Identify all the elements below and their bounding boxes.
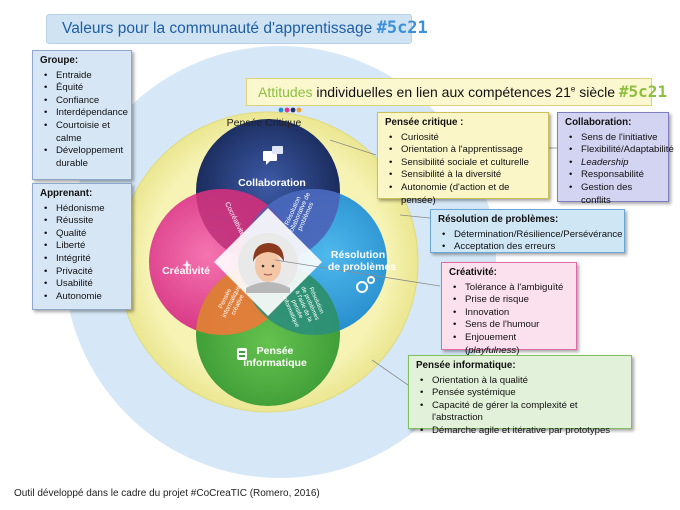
connector-lines [274,139,558,386]
collaboration-box: Collaboration: Sens de l'initiative Flex… [557,112,674,206]
list-item: Curiosité [389,132,542,145]
apprenant-title: Apprenant: [40,188,93,199]
ring-label-pensee-critique: Pensée Critique [227,117,302,129]
label-collaboration: Collaboration [238,177,306,189]
list-item: Flexibilité/Adaptabilité [569,144,674,157]
title-banner [46,14,412,44]
avatar [238,233,298,293]
resolution-title: Résolution de problèmes: [438,214,559,225]
list-item: Confiance [44,95,125,108]
pensee-critique-title: Pensée critique : [385,117,464,128]
groupe-values-box: Groupe: Entraide Équité Confiance Interd… [32,50,132,180]
attitudes-title: Attitudes individuelles en lien aux comp… [258,82,668,101]
list-item: Hédonisme [44,203,125,216]
list-item: Autonomie [44,291,125,304]
footer-credit: Outil développé dans le cadre du projet … [14,488,320,499]
list-item: Intégrité [44,253,125,266]
pensee-informatique-title: Pensée informatique: [416,360,516,371]
sparkle-icon [182,260,192,270]
groupe-title: Groupe: [40,55,79,66]
creativite-box: Créativité: Tolérance à l'ambiguïté Pris… [441,262,577,356]
label-resolution-2: de problèmes [328,261,396,273]
label-resolution-1: Résolution [331,249,385,261]
pensee-informatique-box: Pensée informatique: Orientation à la qu… [408,355,632,437]
list-item: Enjouement (playfulness) [453,332,570,357]
label-pensee-informatique-1: Pensée [257,345,294,357]
list-item: Capacité de gérer la complexité et l'abs… [420,400,625,425]
attitudes-banner [246,78,652,106]
gears-icon [356,276,375,293]
list-item: Équité [44,82,125,95]
list-item: Qualité [44,228,125,241]
apprenant-values-box: Apprenant: Hédonisme Réussite Qualité Li… [32,183,132,310]
creativite-title: Créativité: [449,267,497,278]
list-item: Usabilité [44,278,125,291]
label-pensee-informatique-2: informatique [243,357,307,369]
collaboration-title: Collaboration: [565,117,632,128]
overlap-label-resolution-informatique: Résolution de problèmes à l'aide de la p… [281,286,325,329]
list-item: Entraide [44,70,125,83]
list-item: Sens de l'humour [453,319,570,332]
list-item: Leadership [569,157,662,170]
list-item: calme [56,132,82,144]
list-item: Orientation à l'apprentissage [389,144,542,157]
list-item: Gestion des conflits [569,182,662,207]
chat-icon [263,146,283,165]
list-item: Tolérance à l'ambiguïté [453,282,570,295]
list-item: Innovation [453,307,570,320]
attitudes-hashtag: #5c21 [618,82,668,101]
title-hashtag: #5c21 [376,18,428,38]
list-item: Courtoisie et [44,120,125,133]
list-item: Détermination/Résilience/Persévérance [442,229,623,242]
list-item: Prise de risque [453,294,570,307]
list-item: durable [56,157,89,169]
color-dots [278,107,302,113]
list-item: Réussite [44,215,125,228]
list-item: Interdépendance [44,107,128,120]
list-item: Acceptation des erreurs [442,241,618,254]
pensee-informatique-icon [237,348,247,360]
page-title: Valeurs pour la communauté d'apprentissa… [62,18,428,38]
list-item: Pensée systémique [420,387,625,400]
list-item: Démarche agile et itérative par prototyp… [420,425,625,438]
list-item: Privacité [44,266,125,279]
list-item: Liberté [44,240,125,253]
label-creativite: Créativité [162,265,210,277]
list-item: Développement [44,145,125,158]
list-item: Responsabilité [569,169,662,182]
list-item: Sens de l'initiative [569,132,662,145]
pensee-critique-box: Pensée critique : Curiosité Orientation … [377,112,549,206]
list-item: Sensibilité à la diversité [389,169,542,182]
list-item: Orientation à la qualité [420,375,625,388]
resolution-box: Résolution de problèmes: Détermination/R… [430,209,625,253]
list-item: Sensibilité sociale et culturelle [389,157,542,170]
list-item: Autonomie (d'action et de pensée) [389,182,542,207]
